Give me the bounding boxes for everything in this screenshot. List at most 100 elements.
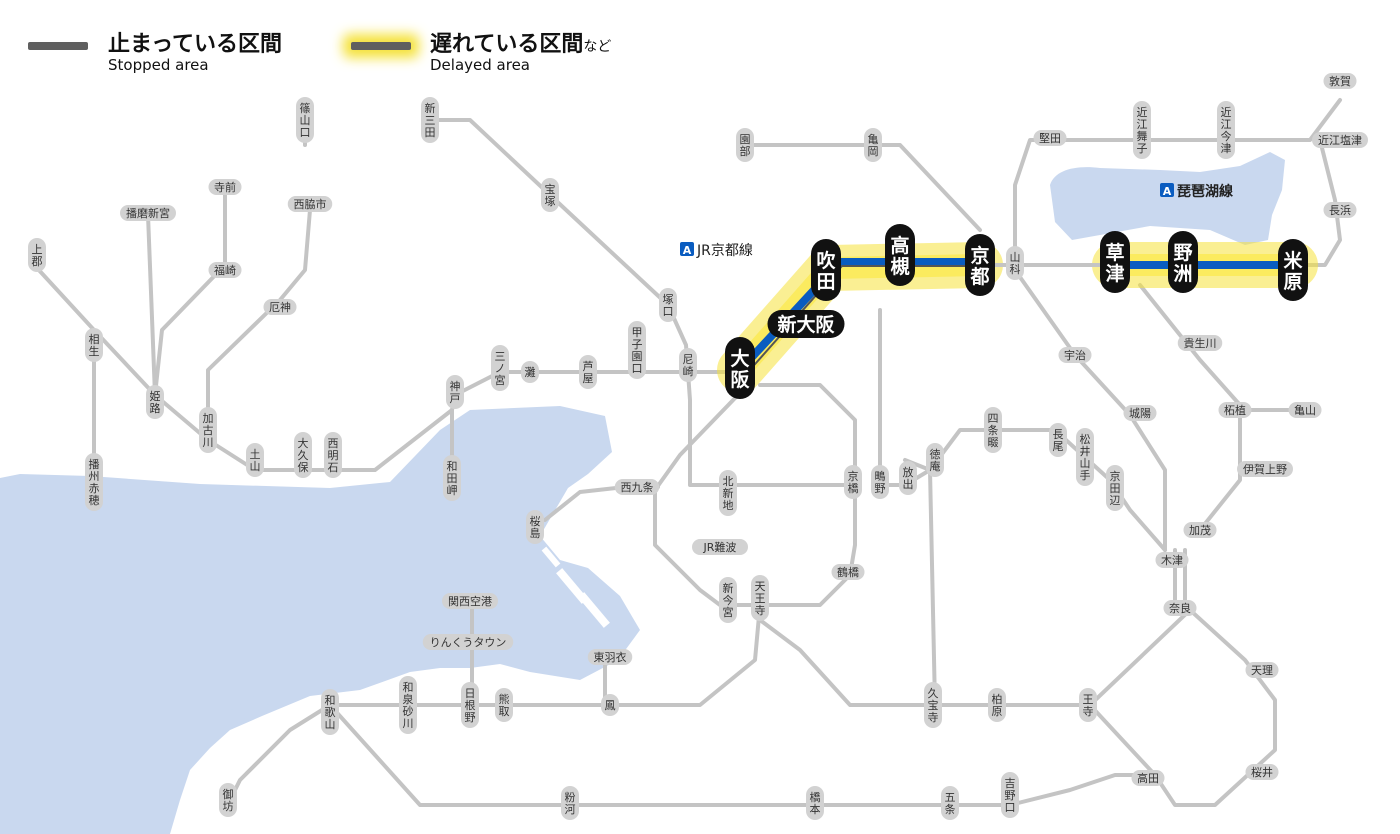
station-takada[interactable]: 高田: [1131, 770, 1165, 786]
station-name: 伊賀上野: [1243, 463, 1287, 476]
station-suita[interactable]: 吹田: [811, 239, 841, 301]
station-ashiya[interactable]: 芦屋: [579, 355, 597, 389]
station-jr-namba[interactable]: JR難波: [692, 539, 748, 555]
station-himeji[interactable]: 姫路: [146, 385, 164, 419]
station-yoshinoguchi[interactable]: 吉野口: [1001, 772, 1019, 818]
station-takarazuka[interactable]: 宝塚: [541, 178, 559, 212]
station-wakayama[interactable]: 和歌山: [321, 689, 339, 735]
station-sonobe[interactable]: 園部: [736, 128, 754, 162]
station-kusatsu[interactable]: 草津: [1100, 231, 1130, 293]
station-uji[interactable]: 宇治: [1058, 347, 1092, 363]
station-sakurajima[interactable]: 桜島: [526, 510, 544, 544]
station-kakogawa[interactable]: 加古川: [199, 407, 217, 453]
station-shigino[interactable]: 鴫野: [871, 465, 889, 499]
station-shijonawate[interactable]: 四条畷: [984, 407, 1002, 453]
station-yasu[interactable]: 野洲: [1168, 231, 1198, 293]
station-hineno[interactable]: 日根野: [461, 682, 479, 728]
station-kumatori[interactable]: 熊取: [495, 688, 513, 722]
station-kameoka[interactable]: 亀岡: [864, 128, 882, 162]
station-fukusaki[interactable]: 福崎: [208, 262, 242, 278]
station-kanku[interactable]: 関西空港: [442, 593, 498, 609]
station-marker: [719, 470, 737, 516]
station-kyoto[interactable]: 京都: [965, 234, 995, 296]
station-kyobashi[interactable]: 京橋: [844, 465, 862, 499]
station-name: 播州赤穂: [89, 457, 100, 507]
legend-stopped-jp: 止まっている区間: [108, 32, 283, 57]
station-gojo[interactable]: 五条: [941, 786, 959, 820]
station-sakurai[interactable]: 桜井: [1245, 764, 1279, 780]
station-koshienguchi[interactable]: 甲子園口: [628, 321, 646, 379]
station-marker: [294, 432, 312, 478]
station-katata[interactable]: 堅田: [1033, 130, 1067, 146]
station-marker: [246, 443, 264, 477]
station-maibara[interactable]: 米原: [1278, 239, 1308, 301]
station-name: 天王寺: [755, 580, 766, 617]
station-nagahama[interactable]: 長浜: [1323, 202, 1357, 218]
station-sannomiya[interactable]: 三ノ宮: [491, 345, 509, 391]
station-marker: [146, 385, 164, 419]
station-omiimazu[interactable]: 近江今津: [1217, 101, 1235, 159]
station-banshuako[interactable]: 播州赤穂: [85, 453, 103, 511]
station-kokawa[interactable]: 粉河: [561, 786, 579, 820]
station-yamashina[interactable]: 山科: [1006, 246, 1024, 280]
station-tsuchiyama[interactable]: 土山: [246, 443, 264, 477]
station-teramae[interactable]: 寺前: [208, 179, 242, 195]
station-kobe[interactable]: 神戸: [446, 375, 464, 409]
station-nagao[interactable]: 長尾: [1049, 423, 1067, 457]
station-nada[interactable]: 灘: [521, 361, 539, 383]
station-shinsanda[interactable]: 新三田: [421, 97, 439, 143]
station-wadamisaki[interactable]: 和田岬: [443, 455, 461, 501]
station-name: 土山: [250, 448, 261, 473]
station-gobo[interactable]: 御坊: [219, 783, 237, 817]
station-oji[interactable]: 王寺: [1079, 688, 1097, 722]
station-tsuge[interactable]: 柘植: [1218, 402, 1252, 418]
station-nishikujo[interactable]: 西九条: [614, 479, 660, 495]
station-tsuruga[interactable]: 敦賀: [1323, 73, 1357, 89]
station-omishiotsu[interactable]: 近江塩津: [1312, 132, 1368, 148]
station-kameyama[interactable]: 亀山: [1288, 402, 1322, 418]
station-shin-imamiya[interactable]: 新今宮: [719, 577, 737, 623]
station-tennoji[interactable]: 天王寺: [751, 575, 769, 621]
station-kamigori[interactable]: 上郡: [28, 238, 46, 272]
station-name: 甲子園口: [632, 326, 643, 375]
station-aioi[interactable]: 相生: [85, 328, 103, 362]
station-name: 山科: [1010, 251, 1021, 276]
station-amagasaki[interactable]: 尼崎: [679, 348, 697, 382]
station-kashiwara[interactable]: 柏原: [988, 688, 1006, 722]
station-kitashinchi[interactable]: 北新地: [719, 470, 737, 516]
station-kyuhoji[interactable]: 久宝寺: [924, 682, 942, 728]
station-tsuruhashi[interactable]: 鶴橋: [831, 564, 865, 580]
station-nishiwakishi[interactable]: 西脇市: [287, 196, 333, 212]
station-sasayamaguchi[interactable]: 篠山口: [296, 97, 314, 143]
station-name: 高槻: [890, 234, 909, 278]
station-marker: [442, 593, 498, 609]
station-yashiro[interactable]: 厄神: [263, 299, 297, 315]
station-marker: [1177, 335, 1223, 351]
station-name: 貴生川: [1184, 336, 1217, 350]
station-igaueno[interactable]: 伊賀上野: [1237, 461, 1293, 477]
station-otori[interactable]: 鳳: [601, 694, 619, 716]
station-nishiakashi[interactable]: 西明石: [324, 432, 342, 478]
station-okubo[interactable]: 大久保: [294, 432, 312, 478]
station-matsuiyamate[interactable]: 松井山手: [1076, 428, 1094, 486]
station-marker: [1288, 402, 1322, 418]
station-osaka[interactable]: 大阪: [725, 337, 755, 399]
station-omimaiko[interactable]: 近江舞子: [1133, 101, 1151, 159]
station-takatsuki[interactable]: 高槻: [885, 224, 915, 286]
station-hashimoto[interactable]: 橋本: [806, 786, 824, 820]
station-shin-osaka[interactable]: 新大阪: [767, 310, 845, 338]
station-kizu[interactable]: 木津: [1155, 552, 1189, 568]
station-tenri[interactable]: 天理: [1245, 662, 1279, 678]
station-hanaten[interactable]: 放出: [899, 461, 917, 495]
station-joyo[interactable]: 城陽: [1123, 405, 1157, 421]
station-izumisunagawa[interactable]: 和泉砂川: [399, 676, 417, 734]
station-rinku[interactable]: りんくうタウン: [422, 634, 514, 650]
station-kyotanabe[interactable]: 京田辺: [1106, 465, 1124, 511]
station-kibukawa[interactable]: 貴生川: [1177, 335, 1223, 351]
station-higashihagoromo[interactable]: 東羽衣: [587, 649, 633, 665]
station-harimashingu[interactable]: 播磨新宮: [120, 205, 176, 221]
station-tokuan[interactable]: 徳庵: [926, 443, 944, 477]
station-kamo[interactable]: 加茂: [1183, 522, 1217, 538]
station-nara[interactable]: 奈良: [1163, 600, 1197, 616]
station-tsukaguchi[interactable]: 塚口: [659, 288, 677, 322]
